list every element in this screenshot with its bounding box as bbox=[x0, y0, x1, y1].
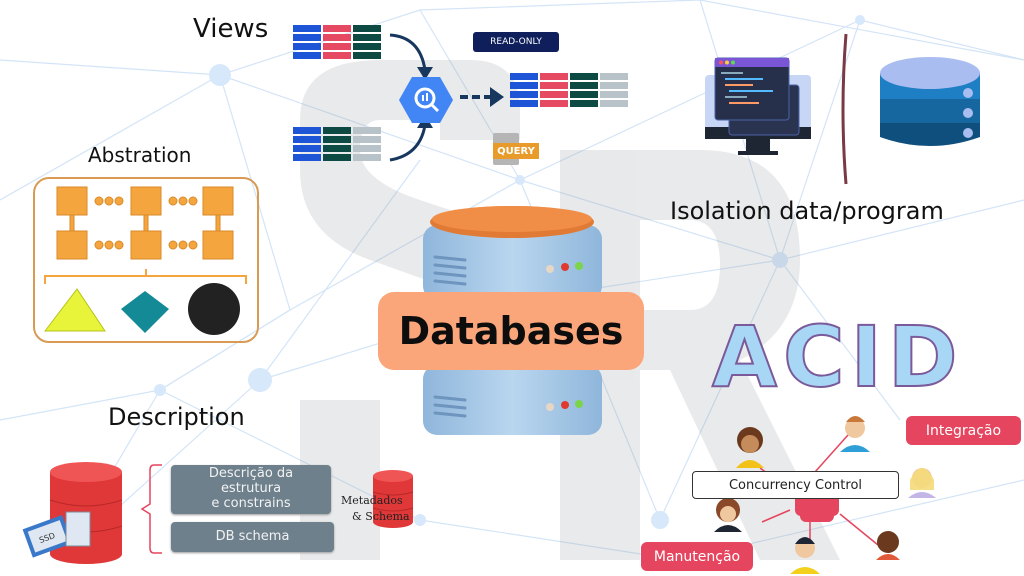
result-view-table bbox=[510, 73, 628, 107]
hdd-icon bbox=[65, 511, 91, 547]
abstraction-panel bbox=[33, 177, 259, 343]
bigquery-hexagon-icon bbox=[399, 77, 453, 123]
code-monitor-icon bbox=[705, 57, 811, 155]
divider-bracket bbox=[841, 33, 848, 185]
source-table-2 bbox=[293, 127, 381, 161]
person-icon-6 bbox=[876, 531, 900, 560]
person-icon-3 bbox=[908, 468, 936, 498]
person-icon-1 bbox=[736, 427, 764, 468]
tag-manutencao: Manutenção bbox=[641, 542, 753, 571]
metadata-note-line2: & Schema bbox=[352, 510, 410, 523]
description-heading: Description bbox=[108, 403, 245, 431]
database-server-icon bbox=[423, 206, 602, 435]
person-icon-2 bbox=[840, 416, 870, 452]
red-database-icon: SSD bbox=[22, 462, 123, 564]
concurrency-control-box: Concurrency Control bbox=[692, 471, 899, 499]
source-table-1 bbox=[293, 25, 381, 59]
isolation-heading: Isolation data/program bbox=[670, 197, 944, 225]
metadata-note-line1: Metadados bbox=[341, 494, 403, 507]
tag-integracao: Integração bbox=[906, 416, 1021, 445]
circle-shape bbox=[188, 283, 240, 335]
person-icon-5 bbox=[790, 537, 820, 574]
triangle-shape bbox=[43, 288, 106, 332]
metadata-db-icon bbox=[372, 470, 414, 528]
ssd-icon: SSD bbox=[22, 515, 73, 558]
query-badge: QUERY bbox=[493, 143, 539, 159]
structure-description-box: Descrição da estrutura e constrains bbox=[171, 465, 331, 514]
abstraction-heading: Abstration bbox=[88, 143, 192, 167]
entity-relationship-diagram bbox=[43, 186, 247, 335]
person-icon-4 bbox=[714, 498, 742, 532]
curly-brace bbox=[140, 464, 162, 554]
acid-heading: ACID bbox=[711, 308, 964, 406]
databases-title: Databases bbox=[378, 292, 644, 370]
database-stack-icon bbox=[880, 57, 980, 146]
db-schema-box: DB schema bbox=[171, 522, 334, 552]
diamond-shape bbox=[121, 291, 169, 333]
read-only-badge: READ-ONLY bbox=[473, 32, 559, 52]
views-heading: Views bbox=[193, 14, 269, 44]
